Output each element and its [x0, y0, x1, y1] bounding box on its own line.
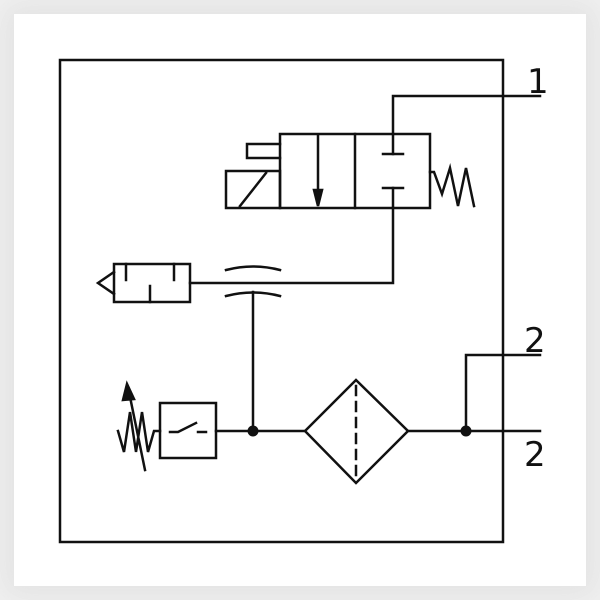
adjust-arrow-shaft	[127, 390, 147, 472]
pressure-switch	[158, 401, 218, 460]
junction-dot-left	[247, 425, 259, 437]
restrictor-arc-top	[224, 265, 282, 272]
port-2-upper-label: 2	[524, 321, 546, 361]
manual-override	[245, 142, 282, 160]
junction-dot-right	[460, 425, 472, 437]
silencer-tip	[95, 270, 116, 296]
adjustable-spring	[116, 380, 162, 472]
silencer-body	[112, 262, 192, 304]
diagram-paper	[14, 14, 586, 586]
solenoid-valve	[278, 132, 432, 210]
solenoid-actuator	[224, 142, 282, 210]
exhaust-line	[188, 206, 395, 285]
switch-contact	[168, 421, 198, 434]
enclosure-box	[58, 58, 505, 544]
filter-diamond	[303, 378, 410, 485]
branch-line	[464, 353, 542, 433]
port-2-lower-label: 2	[524, 435, 546, 475]
switch-body	[158, 401, 218, 460]
port-1-label: 1	[527, 62, 549, 102]
supply-line	[391, 94, 542, 136]
solenoid-coil	[224, 169, 282, 210]
spring-return-icon	[428, 163, 476, 208]
flow-arrow-head	[312, 188, 324, 207]
adjust-arrow-head	[121, 380, 136, 402]
solenoid-slash	[238, 171, 268, 208]
silencer	[95, 262, 192, 304]
air-filter	[303, 378, 410, 485]
spring-zigzag	[116, 411, 162, 453]
